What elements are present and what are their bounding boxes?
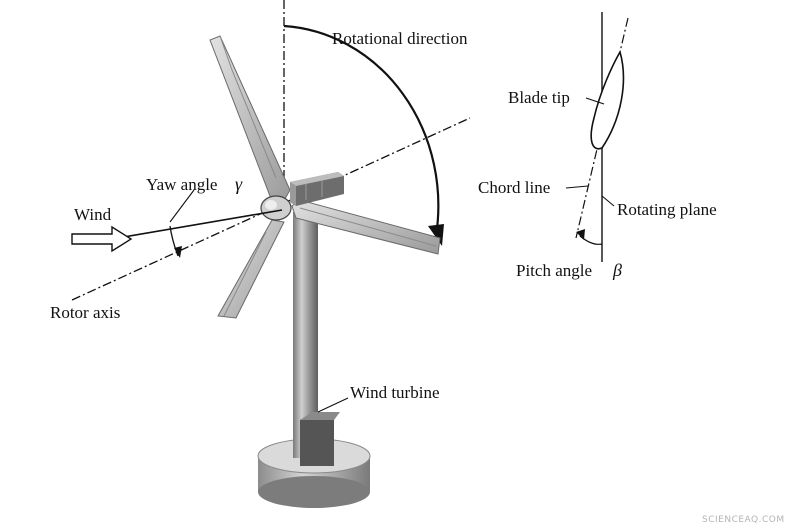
yaw-angle-label: Yaw angle (146, 175, 217, 194)
yaw-leader-line (169, 189, 195, 223)
blade-airfoil-section (590, 49, 625, 150)
watermark: SCIENCEAQ.COM (702, 515, 785, 525)
chord-line-leader (565, 185, 589, 189)
chord-line-label: Chord line (478, 178, 550, 197)
rotor-hub (260, 195, 292, 221)
pitch-arc-arrowhead (576, 229, 585, 240)
rotating-plane-leader (601, 195, 615, 207)
nacelle (290, 172, 344, 206)
yaw-arc-arrowhead (174, 246, 182, 258)
upper-blade (209, 35, 291, 205)
rotational-direction-label: Rotational direction (332, 29, 468, 48)
wind-arrow-icon (71, 225, 133, 253)
blade-tip-leader-line (585, 97, 605, 105)
rotating-plane-label: Rotating plane (617, 200, 717, 219)
yaw-angle-arc (169, 225, 179, 257)
wind-label: Wind (74, 205, 112, 224)
rotational-direction-arc (283, 24, 440, 237)
rotor-axis-label: Rotor axis (50, 303, 120, 322)
lower-blade (217, 219, 285, 319)
blade-tip-label: Blade tip (508, 88, 570, 107)
rotor-axis-line (71, 117, 471, 301)
yaw-angle-symbol: γ (235, 174, 243, 194)
wind-turbine-label: Wind turbine (350, 383, 440, 402)
turbine-tower (293, 212, 340, 466)
wind-turbine-leader-line (317, 397, 349, 413)
pitch-angle-symbol: β (612, 260, 622, 280)
pitch-angle-label: Pitch angle (516, 261, 592, 280)
wind-direction-line (117, 209, 283, 239)
